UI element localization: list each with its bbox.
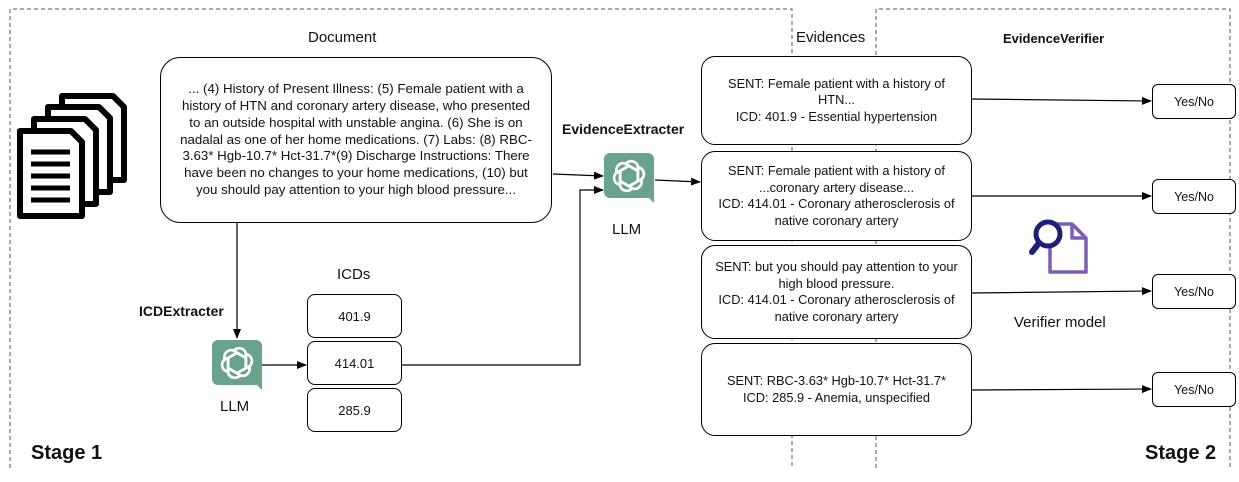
verifier-output-box: Yes/No <box>1152 274 1236 309</box>
icd-code-box: 401.9 <box>307 294 402 338</box>
arrow-document-to-evidence-llm <box>552 171 604 180</box>
icd-code-box: 285.9 <box>307 388 402 432</box>
evidence-line: SENT: Female patient with a history of <box>728 163 945 178</box>
evidence-line: SENT: but you should pay attention to yo… <box>715 259 958 274</box>
icd-code-box: 414.01 <box>307 341 402 385</box>
verifier-output: Yes/No <box>1174 94 1214 109</box>
evidence-line: native coronary artery <box>774 308 899 324</box>
verifier-output-box: Yes/No <box>1152 372 1236 407</box>
icd-code: 285.9 <box>338 402 371 418</box>
verifier-output: Yes/No <box>1174 382 1214 397</box>
document-line: have been no changes to your home medica… <box>184 165 528 181</box>
document-box: ... (4) History of Present Illness: (5) … <box>160 57 552 223</box>
search-document-icon <box>1029 219 1088 274</box>
chatgpt-logo-icon <box>212 340 262 390</box>
verifier-model-label: Verifier model <box>1014 314 1106 331</box>
verifier-output-box: Yes/No <box>1152 84 1236 119</box>
evidence-box: SENT: RBC-3.63* Hgb-10.7* Hct-31.7* ICD:… <box>701 343 972 436</box>
icd-code: 414.01 <box>334 355 375 371</box>
evidence-box: SENT: but you should pay attention to yo… <box>701 245 972 339</box>
evidence-line: native coronary artery <box>774 212 899 228</box>
document-line: nadalal as one of her home medications. … <box>180 131 532 147</box>
evidence-line: SENT: RBC-3.63* Hgb-10.7* Hct-31.7* <box>726 373 947 388</box>
arrow-evidence-llm-to-evidences <box>654 177 701 186</box>
arrow-evidence-1-to-output <box>971 96 1152 105</box>
evidence-line: ...coronary artery disease... <box>758 179 915 195</box>
arrow-evidence-4-to-output <box>971 385 1152 394</box>
document-line: ... (4) History of Present Illness: (5) … <box>188 81 524 97</box>
icds-title: ICDs <box>337 266 371 283</box>
evidence-line: ICD: 401.9 - Essential hypertension <box>735 108 938 124</box>
evidence-verifier-label: EvidenceVerifier <box>1003 31 1105 46</box>
verifier-output: Yes/No <box>1174 189 1214 204</box>
arrow-evidence-3-to-output <box>971 287 1152 296</box>
evidence-extracter-label: EvidenceExtracter <box>562 121 685 137</box>
stage1-label: Stage 1 <box>31 442 103 464</box>
document-title: Document <box>308 29 377 46</box>
document-stack-icon <box>17 93 127 219</box>
verifier-output-box: Yes/No <box>1152 179 1236 214</box>
icd-extracter-label: ICDExtracter <box>139 303 224 319</box>
chatgpt-logo-icon <box>604 153 654 203</box>
evidence-line: high blood pressure. <box>778 275 895 291</box>
evidence-llm-label: LLM <box>612 221 642 238</box>
evidence-line: SENT: Female patient with a history of <box>728 75 945 91</box>
stage2-label: Stage 2 <box>1145 442 1217 464</box>
arrow-icds-to-evidence-llm <box>402 186 604 366</box>
evidence-box: SENT: Female patient with a history of H… <box>701 56 972 145</box>
icd-code: 401.9 <box>338 308 371 324</box>
evidences-title: Evidences <box>796 29 866 46</box>
verifier-output: Yes/No <box>1174 284 1214 299</box>
evidence-line: HTN... <box>818 92 855 108</box>
evidence-box: SENT: Female patient with a history of .… <box>701 151 972 241</box>
document-line: 3.63* Hgb-10.7* Hct-31.7*(9) Discharge I… <box>182 148 530 164</box>
evidence-line: ICD: 414.01 - Coronary atherosclerosis o… <box>718 292 955 307</box>
evidence-line: ICD: 414.01 - Coronary atherosclerosis o… <box>718 196 955 211</box>
document-line: history of HTN and coronary artery disea… <box>181 98 531 113</box>
evidence-line: ICD: 285.9 - Anemia, unspecified <box>742 389 931 405</box>
icd-llm-label: LLM <box>220 398 250 415</box>
document-line: you should pay attention to your high bl… <box>195 181 517 197</box>
document-line: to an outside hospital with unstable ang… <box>189 114 523 130</box>
